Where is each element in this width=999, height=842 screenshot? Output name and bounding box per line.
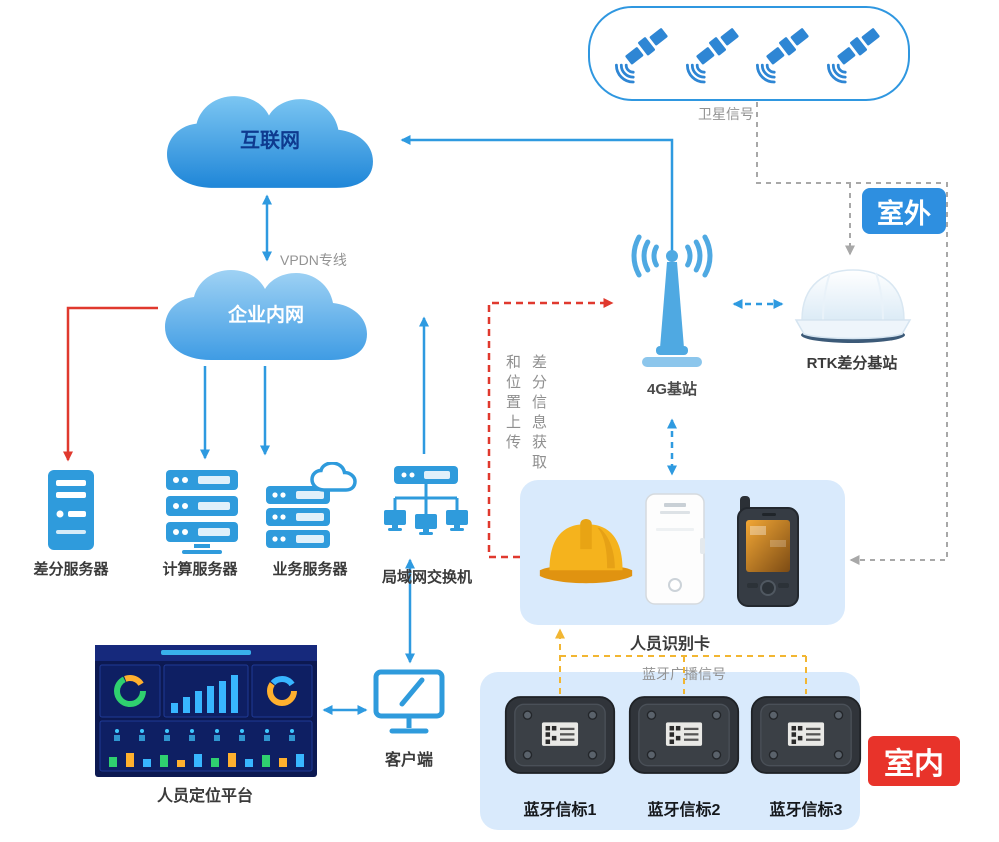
satellite-icon <box>685 27 739 83</box>
indoor-zone-badge: 室内 <box>868 736 960 786</box>
rtk-base-label: RTK差分基站 <box>806 355 898 372</box>
bt-beacon-icon <box>628 696 740 774</box>
satellite-icon <box>615 27 668 83</box>
satellite-icon <box>756 27 809 83</box>
internet-cloud: 互联网 <box>148 90 392 194</box>
diff-server-label: 差分服务器 <box>33 561 109 578</box>
beacon3-label: 蓝牙信标3 <box>769 802 843 819</box>
cloud-shape-icon <box>165 270 367 360</box>
link-intranet-to-diff-server <box>63 306 158 462</box>
platform-label: 人员定位平台 <box>156 788 253 805</box>
4g-station-label: 4G基站 <box>646 381 697 398</box>
compute-server-icon <box>166 470 238 554</box>
link-4g-to-internet <box>400 135 674 252</box>
compute-server-label: 计算服务器 <box>162 561 238 578</box>
client-label: 客户端 <box>384 752 433 769</box>
person-card-label: 人员识别卡 <box>629 636 710 653</box>
bt-broadcast-label: 蓝牙广播信号 <box>642 666 726 682</box>
intranet-label: 企业内网 <box>227 304 304 326</box>
internet-label: 互联网 <box>240 129 300 152</box>
business-server-icon <box>266 462 357 548</box>
beacon2-label: 蓝牙信标2 <box>647 802 721 819</box>
intranet-cloud: 企业内网 <box>150 264 382 366</box>
diff-info-acquire-label: 差分信息获取 <box>530 354 547 474</box>
rtk-base-icon <box>794 269 912 343</box>
vpdn-label: VPDN专线 <box>280 252 347 268</box>
link-satellite-to-card <box>756 102 948 565</box>
business-server-label: 业务服务器 <box>272 561 348 578</box>
satellite-group <box>588 6 910 101</box>
beacon-group: 蓝牙信标1 蓝牙信标2 蓝牙信标3 <box>480 672 862 830</box>
satellite-icon <box>826 27 880 83</box>
handheld-terminal-icon <box>737 496 799 607</box>
satellite-signal-label: 卫星信号 <box>698 106 754 122</box>
link-card-to-4g-diff <box>487 298 614 559</box>
diff-server-icon <box>48 470 94 550</box>
id-card-device-icon <box>645 493 705 605</box>
platform-screenshot <box>95 645 317 777</box>
4g-antenna-icon <box>631 234 713 367</box>
cloud-shape-icon <box>167 96 373 188</box>
bt-beacon-icon <box>504 696 616 774</box>
bt-beacon-icon <box>750 696 862 774</box>
and-position-upload-label: 和位置上传 <box>504 354 521 454</box>
lan-switch-icon <box>384 466 468 535</box>
lan-switch-label: 局域网交换机 <box>381 569 472 586</box>
safety-helmet-icon <box>539 519 633 584</box>
outdoor-zone-badge: 室外 <box>862 188 946 234</box>
beacon1-label: 蓝牙信标1 <box>523 802 597 819</box>
person-card-group <box>520 480 845 625</box>
client-monitor-icon <box>373 669 445 734</box>
